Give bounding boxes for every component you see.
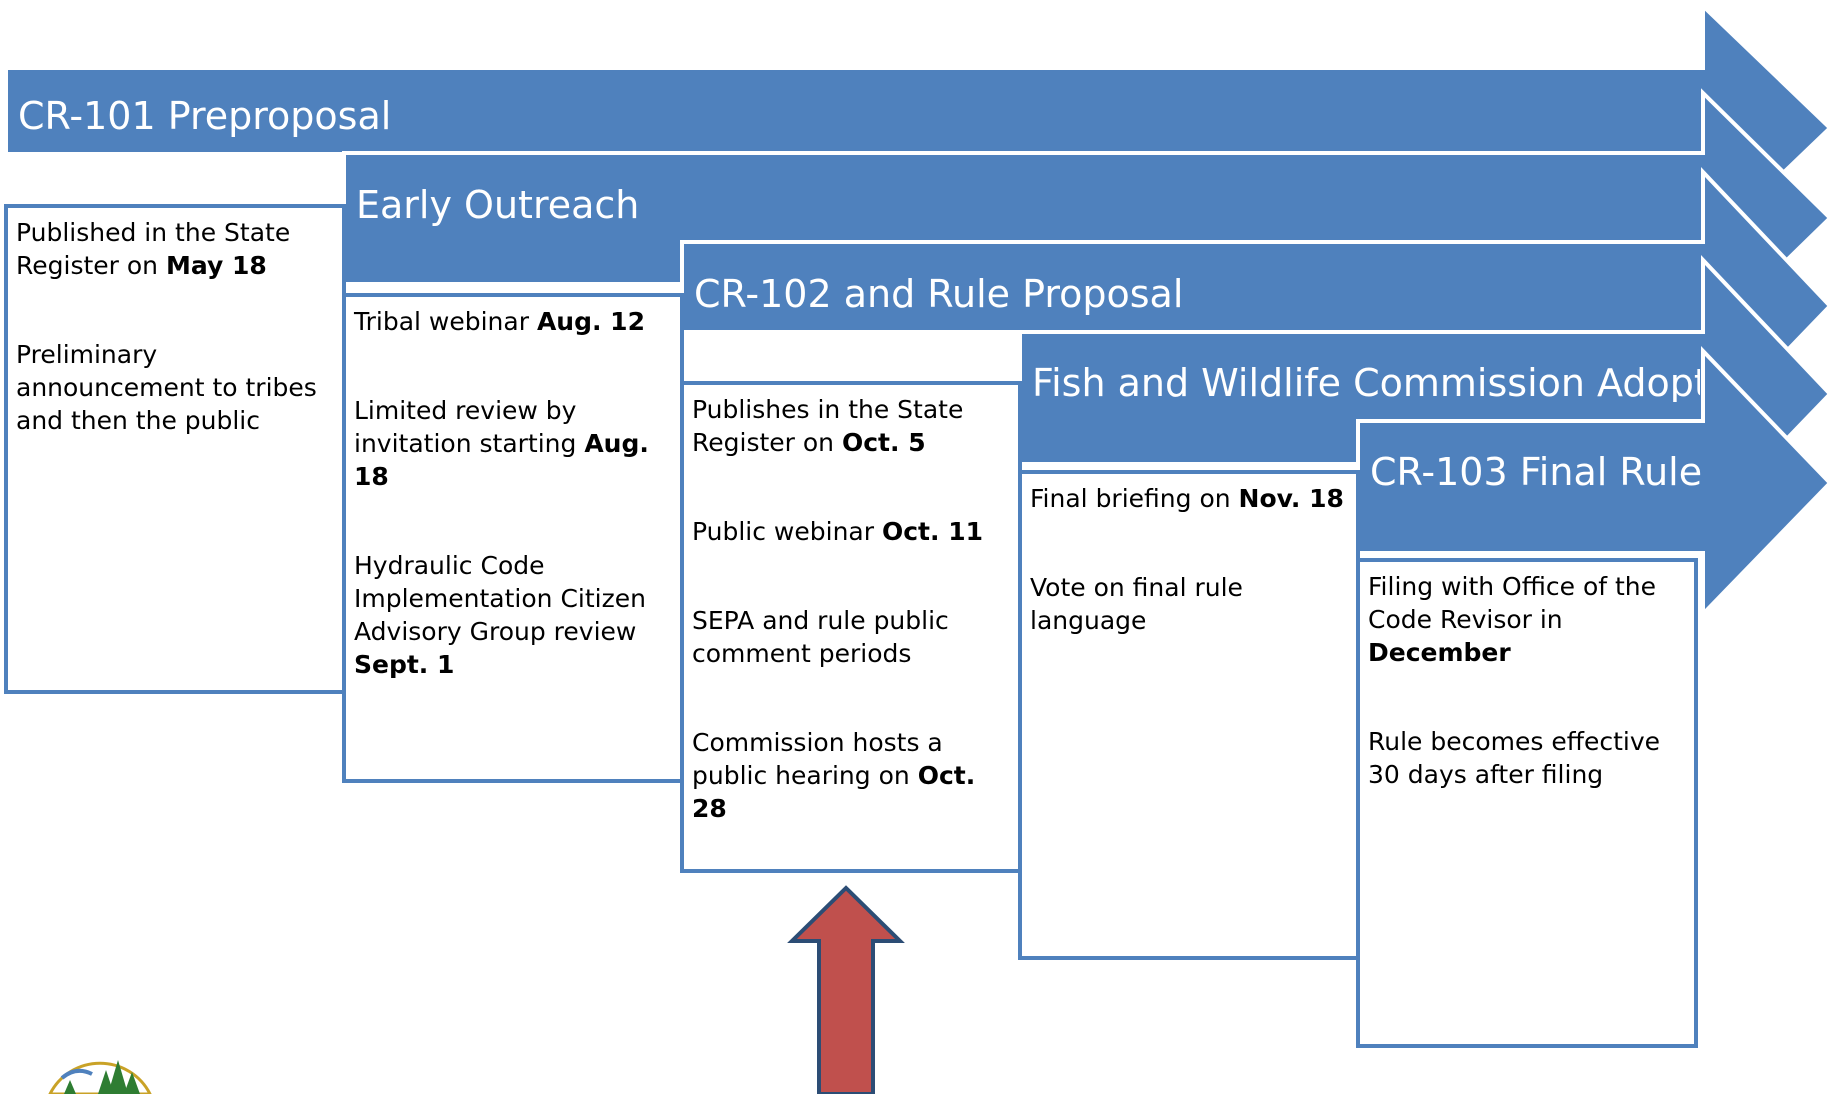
stage-4-item-1: Final briefing on Nov. 18 bbox=[1030, 484, 1344, 513]
stage-5-title: CR-103 Final Rule bbox=[1370, 450, 1703, 494]
stage-1-item-1: Published in the State Register on May 1… bbox=[16, 218, 291, 280]
stage-2-item-3: Hydraulic Code Implementation Citizen Ad… bbox=[354, 551, 646, 679]
stage-5-item-1: Filing with Office of the Code Revisor i… bbox=[1368, 572, 1657, 667]
stage-3-item-4: Commission hosts a public hearing on Oct… bbox=[692, 728, 976, 823]
stage-5-details: Filing with Office of the Code Revisor i… bbox=[1356, 558, 1698, 1048]
stage-3-item-2: Public webinar Oct. 11 bbox=[692, 517, 983, 546]
stage-arrow-5 bbox=[1356, 346, 1833, 619]
stage-3-details: Publishes in the State Register on Oct. … bbox=[680, 381, 1022, 873]
stage-4-details: Final briefing on Nov. 18 Vote on final … bbox=[1018, 470, 1360, 960]
current-stage-pointer-icon bbox=[787, 885, 905, 1094]
stage-2-item-1: Tribal webinar Aug. 12 bbox=[354, 307, 645, 336]
agency-logo-icon bbox=[48, 1060, 152, 1094]
stage-1-details: Published in the State Register on May 1… bbox=[4, 204, 346, 694]
stage-4-title: Fish and Wildlife Commission Adoption bbox=[1032, 364, 1700, 402]
stage-3-title: CR-102 and Rule Proposal bbox=[694, 272, 1184, 316]
stage-1-title: CR-101 Preproposal bbox=[18, 94, 392, 138]
stage-3-item-1: Publishes in the State Register on Oct. … bbox=[692, 395, 964, 457]
stage-4-item-2: Vote on final rule language bbox=[1030, 573, 1243, 635]
stage-3-item-3: SEPA and rule public comment periods bbox=[692, 606, 949, 668]
stage-1-item-2: Preliminary announcement to tribes and t… bbox=[16, 340, 317, 435]
stage-2-title: Early Outreach bbox=[356, 183, 640, 227]
stage-5-item-2: Rule becomes effective 30 days after fil… bbox=[1368, 727, 1661, 789]
stage-2-item-2: Limited review by invitation starting Au… bbox=[354, 396, 649, 491]
stage-2-details: Tribal webinar Aug. 12 Limited review by… bbox=[342, 293, 684, 783]
